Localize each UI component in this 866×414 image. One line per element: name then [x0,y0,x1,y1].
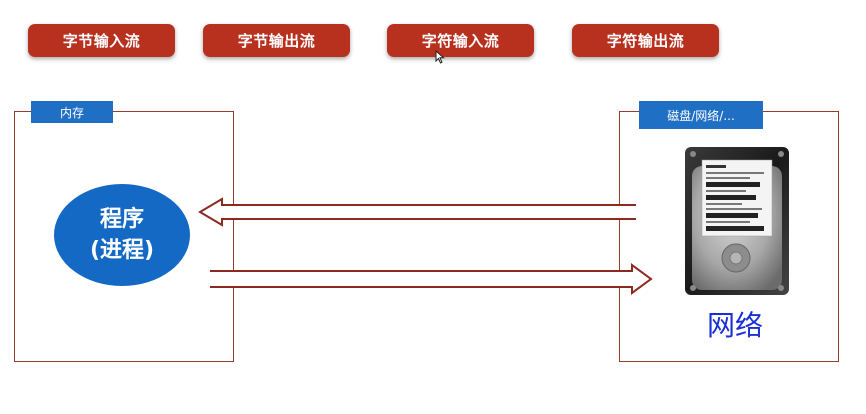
process-title: 程序 [99,207,144,232]
input-arrow [198,197,636,227]
network-caption: 网络 [706,309,763,342]
hard-disk-icon [685,147,789,295]
byte-input-stream-button[interactable]: 字节输入流 [28,24,175,57]
process-subtitle: (进程) [89,238,155,263]
char-output-stream-button[interactable]: 字符输出流 [572,24,719,57]
device-label: 磁盘/网络/... [639,101,763,129]
byte-output-stream-button[interactable]: 字节输出流 [203,24,350,57]
mouse-cursor-icon [435,50,445,64]
process-circle: 程序 (进程) [54,184,190,286]
memory-box [14,111,234,362]
char-input-stream-button[interactable]: 字符输入流 [387,24,534,57]
output-arrow [210,263,653,295]
memory-label: 内存 [31,101,113,123]
